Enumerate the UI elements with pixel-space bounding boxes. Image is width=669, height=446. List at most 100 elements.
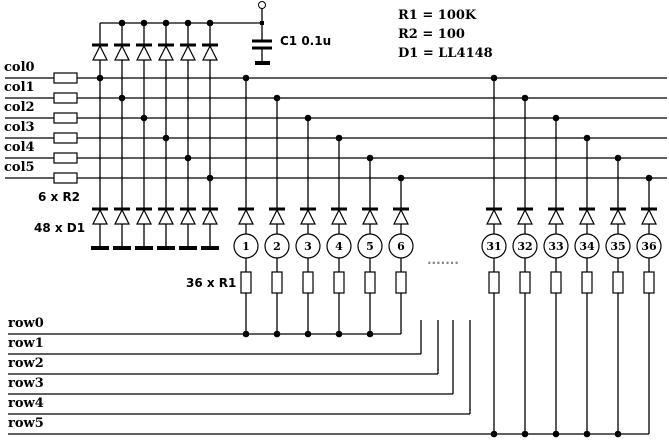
r1-count-note: 36 x R1 <box>186 276 236 290</box>
col-junction-1 <box>118 94 126 102</box>
key-32-diode-anode-triangle <box>517 208 533 225</box>
r2-resistor-5 <box>53 172 78 184</box>
key-34-r1-resistor <box>581 271 593 294</box>
key-5-col-junction <box>366 154 374 162</box>
key-33-label: 33 <box>548 240 563 253</box>
bus-junction-2 <box>140 19 148 27</box>
d1-count-note: 48 x D1 <box>34 221 85 235</box>
key-32-switch <box>512 233 538 259</box>
capacitor-label: C1 0.1u <box>280 34 331 48</box>
row5-junction-0 <box>490 430 498 438</box>
bottom-diode-0-anode-triangle <box>92 208 108 225</box>
key-35-col-junction <box>614 154 622 162</box>
key-4-switch <box>326 233 352 259</box>
key-1-col-junction <box>242 74 250 82</box>
key-4-r1-resistor <box>333 271 345 294</box>
key-33-col-junction <box>552 114 560 122</box>
bus-junction-4 <box>184 19 192 27</box>
key-36-switch <box>636 233 662 259</box>
key-3-col-junction <box>304 114 312 122</box>
legend-r2: R2 = 100 <box>398 27 465 42</box>
row-label-3: row3 <box>8 376 44 391</box>
bus-junction-1 <box>118 19 126 27</box>
key-5-r1-resistor <box>364 271 376 294</box>
key-32-col-junction <box>521 94 529 102</box>
key-3-diode-anode-triangle <box>300 208 316 225</box>
row5-junction-1 <box>521 430 529 438</box>
key-2-col-junction <box>273 94 281 102</box>
col-junction-0 <box>96 74 104 82</box>
key-3-r1-resistor <box>302 271 314 294</box>
row-label-2: row2 <box>8 356 44 371</box>
row0-junction-2 <box>304 330 312 338</box>
key-2-switch <box>264 233 290 259</box>
col-junction-4 <box>184 154 192 162</box>
r2-resistor-4 <box>53 152 78 164</box>
key-2-label: 2 <box>273 240 281 253</box>
legend-d1: D1 = LL4148 <box>398 46 493 61</box>
r2-count-note: 6 x R2 <box>38 190 80 204</box>
col-label-4: col4 <box>4 140 35 155</box>
col-junction-3 <box>162 134 170 142</box>
key-31-diode-anode-triangle <box>486 208 502 225</box>
row0-junction-0 <box>242 330 250 338</box>
col-label-1: col1 <box>4 80 35 95</box>
key-1-r1-resistor <box>240 271 252 294</box>
key-4-col-junction <box>335 134 343 142</box>
key-3-switch <box>295 233 321 259</box>
key-33-r1-resistor <box>550 271 562 294</box>
key-35-r1-resistor <box>612 271 624 294</box>
key-1-diode-anode-triangle <box>238 208 254 225</box>
bus-junction-5 <box>206 19 214 27</box>
bus-junction-3 <box>162 19 170 27</box>
row5-junction-4 <box>614 430 622 438</box>
col-label-0: col0 <box>4 60 35 75</box>
top-diode-3-anode-triangle <box>158 44 174 61</box>
key-5-diode-anode-triangle <box>362 208 378 225</box>
bottom-diode-4-anode-triangle <box>180 208 196 225</box>
top-diode-2-anode-triangle <box>136 44 152 61</box>
row-label-0: row0 <box>8 316 44 331</box>
row-label-1: row1 <box>8 336 44 351</box>
key-36-label: 36 <box>641 240 657 253</box>
components <box>53 1 662 438</box>
row-label-5: row5 <box>8 416 44 431</box>
row0-junction-4 <box>366 330 374 338</box>
bottom-diode-1-anode-triangle <box>114 208 130 225</box>
r2-resistor-3 <box>53 132 78 144</box>
r2-resistor-1 <box>53 92 78 104</box>
bottom-diode-2-anode-triangle <box>136 208 152 225</box>
key-31-col-junction <box>490 74 498 82</box>
key-35-diode-anode-triangle <box>610 208 626 225</box>
top-diode-5-anode-triangle <box>202 44 218 61</box>
key-34-col-junction <box>583 134 591 142</box>
col-junction-2 <box>140 114 148 122</box>
key-35-switch <box>605 233 631 259</box>
key-6-label: 6 <box>397 240 405 253</box>
key-2-diode-anode-triangle <box>269 208 285 225</box>
key-5-switch <box>357 233 383 259</box>
key-32-r1-resistor <box>519 271 531 294</box>
key-2-r1-resistor <box>271 271 283 294</box>
bottom-diode-3-anode-triangle <box>158 208 174 225</box>
key-34-switch <box>574 233 600 259</box>
key-33-switch <box>543 233 569 259</box>
row0-junction-1 <box>273 330 281 338</box>
key-33-diode-anode-triangle <box>548 208 564 225</box>
r2-resistor-0 <box>53 72 78 84</box>
key-6-switch <box>388 233 414 259</box>
row-label-4: row4 <box>8 396 44 411</box>
top-diode-4-anode-triangle <box>180 44 196 61</box>
key-31-label: 31 <box>486 240 501 253</box>
row5-junction-2 <box>552 430 560 438</box>
key-1-switch <box>233 233 259 259</box>
top-diode-1-anode-triangle <box>114 44 130 61</box>
labels: R1 = 100K R2 = 100 D1 = LL4148 C1 0.1u 6… <box>4 8 493 431</box>
row5-junction-3 <box>583 430 591 438</box>
key-36-r1-resistor <box>643 271 655 294</box>
key-1-label: 1 <box>242 240 250 253</box>
key-4-label: 4 <box>335 240 343 253</box>
col-label-5: col5 <box>4 160 35 175</box>
